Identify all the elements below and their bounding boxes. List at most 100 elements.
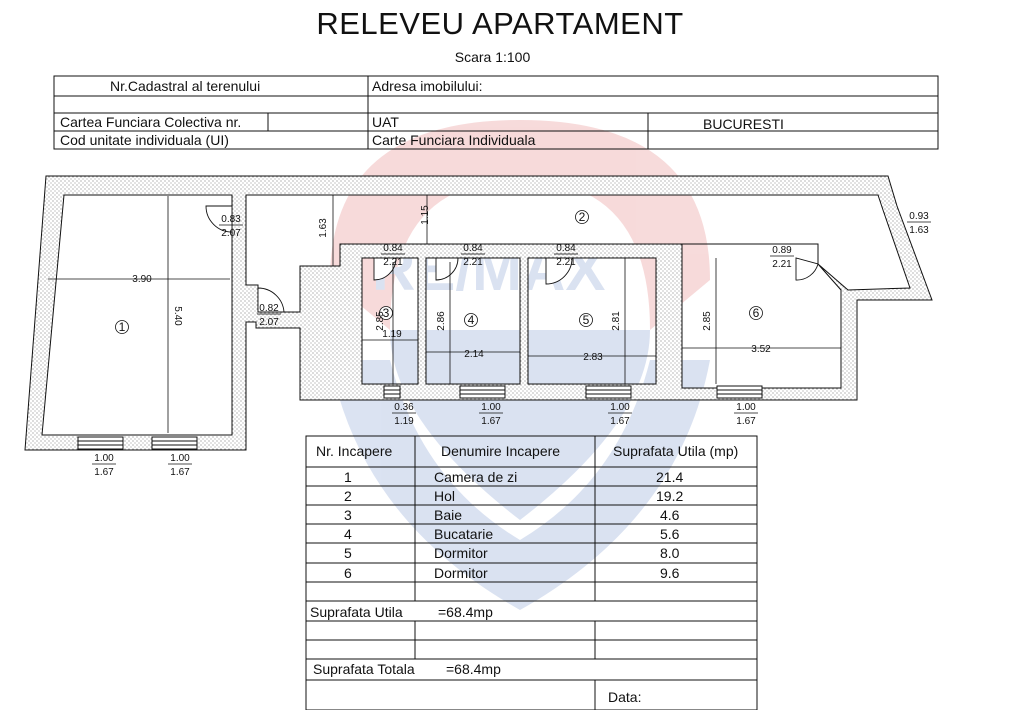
door-r6 xyxy=(795,257,819,281)
opening-door-r1: 0.83 2.07 xyxy=(219,214,243,239)
svg-text:1.00: 1.00 xyxy=(94,453,114,464)
room-number-1: 1 xyxy=(115,320,129,334)
row-nr: 4 xyxy=(344,526,352,542)
dim-r1-width: 3.90 xyxy=(132,274,152,285)
opening-door-r6: 0.89 2.21 xyxy=(770,245,794,270)
dim-r5-width: 2.83 xyxy=(583,352,603,363)
svg-text:1.67: 1.67 xyxy=(170,467,190,478)
opening-door-r4: 0.84 2.21 xyxy=(461,243,485,268)
suprafata-totala-value: =68.4mp xyxy=(446,661,501,677)
svg-text:1.67: 1.67 xyxy=(610,416,630,427)
dim-r4-length: 2.86 xyxy=(436,311,447,331)
row-nr: 2 xyxy=(344,488,352,504)
opening-door-entry: 0.82 2.07 xyxy=(257,303,281,328)
row-area: 8.0 xyxy=(660,545,680,561)
row-area: 21.4 xyxy=(656,469,684,485)
svg-text:2.21: 2.21 xyxy=(383,257,403,268)
room-number-6: 6 xyxy=(749,306,763,320)
svg-text:4: 4 xyxy=(468,313,475,327)
dim-r3-width: 1.19 xyxy=(382,329,402,340)
header-nr-cadastral: Nr.Cadastral al terenului xyxy=(110,78,261,94)
svg-text:1.19: 1.19 xyxy=(394,416,414,427)
svg-text:1.00: 1.00 xyxy=(610,402,630,413)
row-nr: 5 xyxy=(344,545,352,561)
door-r3 xyxy=(373,257,397,281)
svg-text:6: 6 xyxy=(753,306,760,320)
row-name: Dormitor xyxy=(434,545,488,561)
row-name: Baie xyxy=(434,507,463,523)
svg-text:2.07: 2.07 xyxy=(259,317,279,328)
header-box xyxy=(53,75,939,150)
window-r3 xyxy=(383,385,401,399)
window-r1-a xyxy=(77,436,124,450)
windows xyxy=(77,385,763,450)
scale-label: Scara 1:100 xyxy=(454,49,531,65)
door-r1 xyxy=(205,205,233,233)
row-area: 5.6 xyxy=(660,526,680,542)
row-area: 4.6 xyxy=(660,507,680,523)
dim-r5-length: 2.81 xyxy=(611,311,622,331)
svg-text:0.82: 0.82 xyxy=(259,303,279,314)
door-r5 xyxy=(545,257,573,285)
suprafata-totala-label: Suprafata Totala xyxy=(313,661,415,677)
row-area: 9.6 xyxy=(660,565,680,581)
svg-text:1.67: 1.67 xyxy=(94,467,114,478)
svg-text:3: 3 xyxy=(383,306,390,320)
window-r5 xyxy=(585,385,632,399)
row-area: 19.2 xyxy=(656,488,684,504)
opening-win-r6: 1.00 1.67 xyxy=(734,402,758,427)
room-number-2: 2 xyxy=(575,210,589,224)
svg-text:2.21: 2.21 xyxy=(463,257,483,268)
header-cartea-colectiva: Cartea Funciara Colectiva nr. xyxy=(60,114,242,130)
dim-r4-width: 2.14 xyxy=(464,349,484,360)
room-number-3: 3 xyxy=(379,306,393,320)
svg-text:2: 2 xyxy=(579,210,586,224)
header-uat-label: UAT xyxy=(372,114,399,130)
svg-text:1.67: 1.67 xyxy=(736,416,756,427)
table-header-denumire: Denumire Incapere xyxy=(441,443,561,459)
header-adresa: Adresa imobilului: xyxy=(372,78,483,94)
dimension-labels: 3.90 5.40 1.19 2.85 2.14 2.86 2.83 2.81 … xyxy=(132,205,771,363)
svg-text:1.00: 1.00 xyxy=(481,402,501,413)
suprafata-utila-value: =68.4mp xyxy=(438,604,493,620)
page-title: RELEVEU APARTAMENT xyxy=(316,6,684,41)
table-header-nr: Nr. Incapere xyxy=(316,443,393,459)
opening-win-r1-b: 1.00 1.67 xyxy=(168,453,192,478)
row-nr: 6 xyxy=(344,565,352,581)
svg-text:0.36: 0.36 xyxy=(394,402,414,413)
window-r4 xyxy=(459,385,506,399)
svg-text:5: 5 xyxy=(583,313,590,327)
data-label: Data: xyxy=(608,689,642,705)
row-nr: 1 xyxy=(344,469,352,485)
opening-win-r1-a: 1.00 1.67 xyxy=(92,453,116,478)
header-uat-value: BUCURESTI xyxy=(703,116,784,132)
svg-text:1: 1 xyxy=(119,320,126,334)
dim-r6-length: 2.85 xyxy=(702,311,713,331)
room-number-5: 5 xyxy=(579,313,593,327)
dimension-lines xyxy=(48,195,841,433)
dim-hall-b: 1.15 xyxy=(420,205,431,225)
row-name: Camera de zi xyxy=(434,469,518,485)
svg-text:2.21: 2.21 xyxy=(772,259,792,270)
dim-hall-a: 1.63 xyxy=(318,218,329,238)
room-table-grid xyxy=(305,435,758,710)
dim-r6-width: 3.52 xyxy=(751,344,771,355)
doors xyxy=(205,205,819,313)
room-number-4: 4 xyxy=(464,313,478,327)
door-r4 xyxy=(435,257,459,281)
svg-text:2.21: 2.21 xyxy=(556,257,576,268)
svg-text:0.84: 0.84 xyxy=(463,243,483,254)
opening-door-r5: 0.84 2.21 xyxy=(554,243,578,268)
opening-labels: 0.83 2.07 0.82 2.07 0.84 2.21 0.84 2.21 … xyxy=(92,211,931,478)
svg-text:0.84: 0.84 xyxy=(383,243,403,254)
row-name: Dormitor xyxy=(434,565,488,581)
svg-text:0.93: 0.93 xyxy=(909,211,929,222)
table-header-suprafata: Suprafata Utila (mp) xyxy=(613,443,739,459)
svg-text:1.00: 1.00 xyxy=(170,453,190,464)
suprafata-utila-label: Suprafata Utila xyxy=(310,604,403,620)
opening-door-hall-right: 0.93 1.63 xyxy=(907,211,931,236)
room-numbers: 1 2 3 4 5 6 xyxy=(115,210,763,334)
svg-text:0.89: 0.89 xyxy=(772,245,792,256)
row-name: Bucatarie xyxy=(434,526,494,542)
